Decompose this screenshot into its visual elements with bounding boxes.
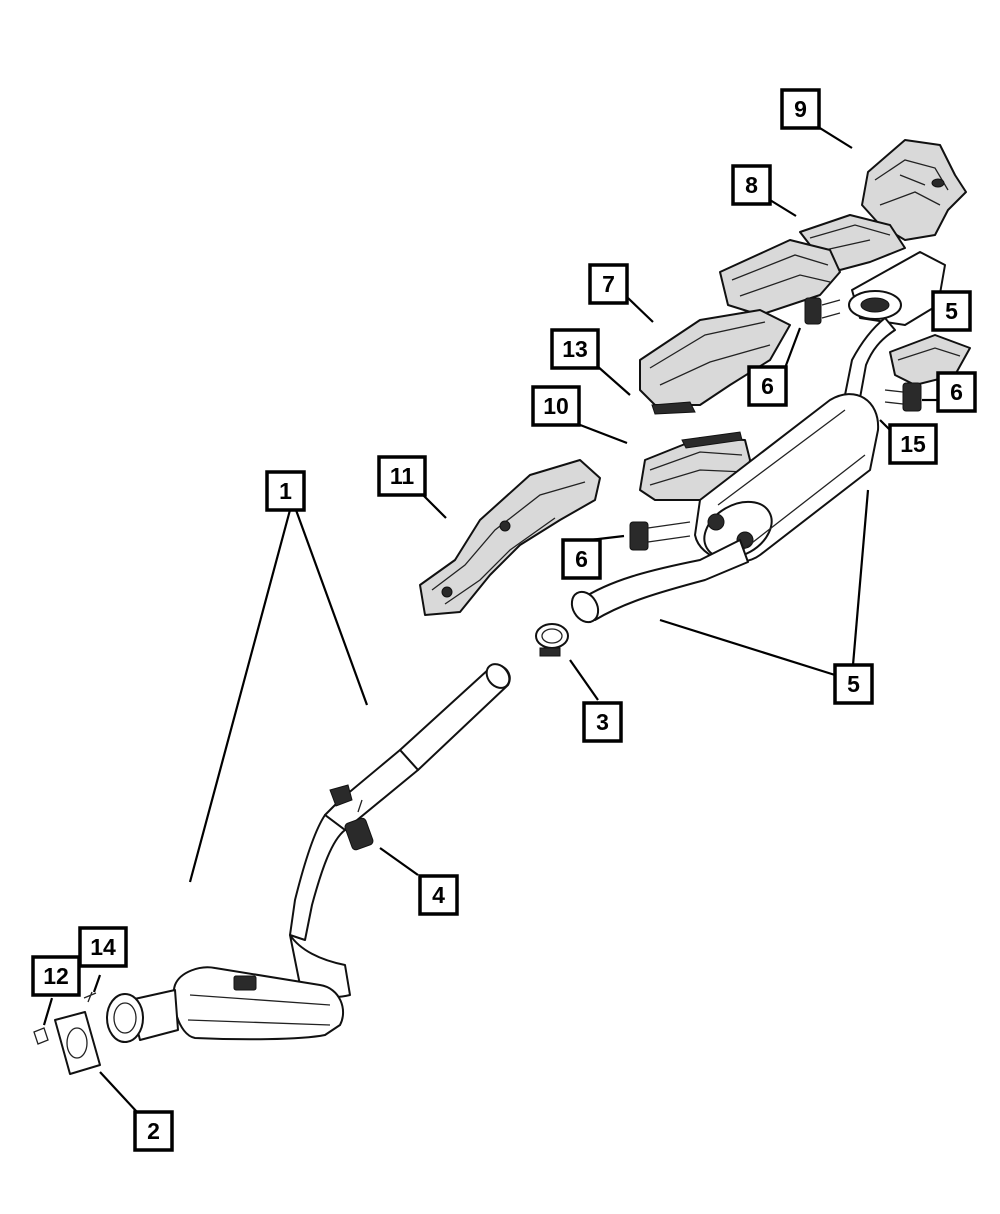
callout-4: 4 — [418, 874, 459, 916]
callout-13: 13 — [550, 328, 600, 370]
muffler-inlet-pipe — [570, 539, 749, 624]
heat-shield-7 — [719, 239, 841, 316]
main-muffler — [694, 393, 880, 564]
callout-7: 7 — [588, 263, 629, 305]
callout-6-lower: 6 — [561, 538, 602, 580]
isolator-lower — [629, 521, 691, 551]
isolator-upper — [804, 297, 841, 325]
svg-text:2: 2 — [147, 1118, 160, 1144]
svg-text:6: 6 — [575, 546, 588, 572]
callout-5-lower: 5 — [833, 663, 874, 705]
svg-text:5: 5 — [847, 671, 860, 697]
callout-5-upper: 5 — [931, 290, 972, 332]
callout-14: 14 — [78, 926, 128, 968]
intermediate-pipe — [289, 663, 511, 941]
callout-15: 15 — [888, 423, 938, 465]
svg-text:4: 4 — [432, 882, 445, 908]
rear-heat-shield — [861, 139, 967, 241]
svg-text:9: 9 — [794, 96, 807, 122]
pipe-hanger-isolator — [344, 799, 374, 851]
svg-text:11: 11 — [390, 463, 415, 489]
svg-text:10: 10 — [543, 393, 569, 419]
exhaust-clamp — [535, 623, 569, 657]
callout-11: 11 — [377, 455, 427, 497]
svg-text:6: 6 — [950, 379, 963, 405]
callout-9: 9 — [780, 88, 821, 130]
svg-text:8: 8 — [745, 172, 758, 198]
callout-12: 12 — [31, 955, 81, 997]
flange-bolt — [83, 991, 97, 1003]
callout-10: 10 — [531, 385, 581, 427]
flange-gasket — [54, 1011, 101, 1075]
svg-text:15: 15 — [900, 431, 926, 457]
callout-6-upper: 6 — [747, 365, 788, 407]
callout-1: 1 — [265, 470, 306, 512]
callout-2: 2 — [133, 1110, 174, 1152]
flange-nut — [33, 1027, 49, 1045]
svg-text:3: 3 — [596, 709, 609, 735]
svg-text:13: 13 — [562, 336, 588, 362]
svg-text:5: 5 — [945, 298, 958, 324]
svg-text:6: 6 — [761, 373, 774, 399]
heat-shield-11 — [419, 459, 601, 616]
catalytic-converter — [106, 934, 351, 1043]
svg-text:14: 14 — [90, 934, 116, 960]
callout-8: 8 — [731, 164, 772, 206]
isolator-right — [884, 382, 922, 412]
callout-3: 3 — [582, 701, 623, 743]
svg-text:12: 12 — [43, 963, 69, 989]
svg-text:1: 1 — [279, 478, 292, 504]
callout-6-right: 6 — [936, 371, 977, 413]
svg-text:7: 7 — [602, 271, 615, 297]
